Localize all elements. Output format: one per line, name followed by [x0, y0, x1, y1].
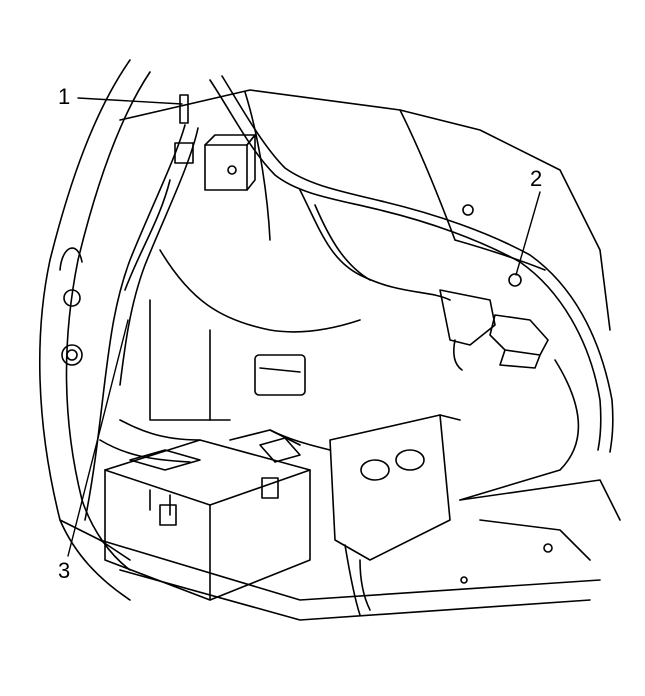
- callout-1: 1: [58, 84, 71, 109]
- center-bracket: [255, 290, 495, 395]
- battery-cable-harness: [100, 420, 330, 462]
- callout-leaders: [68, 98, 540, 556]
- relay-bracket: [175, 95, 255, 190]
- leader-line-3: [68, 320, 128, 556]
- callout-3: 3: [58, 558, 71, 583]
- main-wiring-harness: [210, 76, 613, 452]
- leader-line-2: [516, 192, 540, 275]
- leader-line-1: [78, 98, 182, 104]
- left-fender-panel: [40, 60, 150, 600]
- battery-tray: [330, 415, 460, 560]
- left-vertical-harness: [85, 125, 198, 520]
- callout-2: 2: [530, 166, 543, 191]
- cowl-panel: [120, 90, 610, 330]
- lower-floor-structure: [100, 480, 620, 620]
- connector-right: [463, 205, 548, 368]
- inner-wheelhouse: [150, 250, 579, 500]
